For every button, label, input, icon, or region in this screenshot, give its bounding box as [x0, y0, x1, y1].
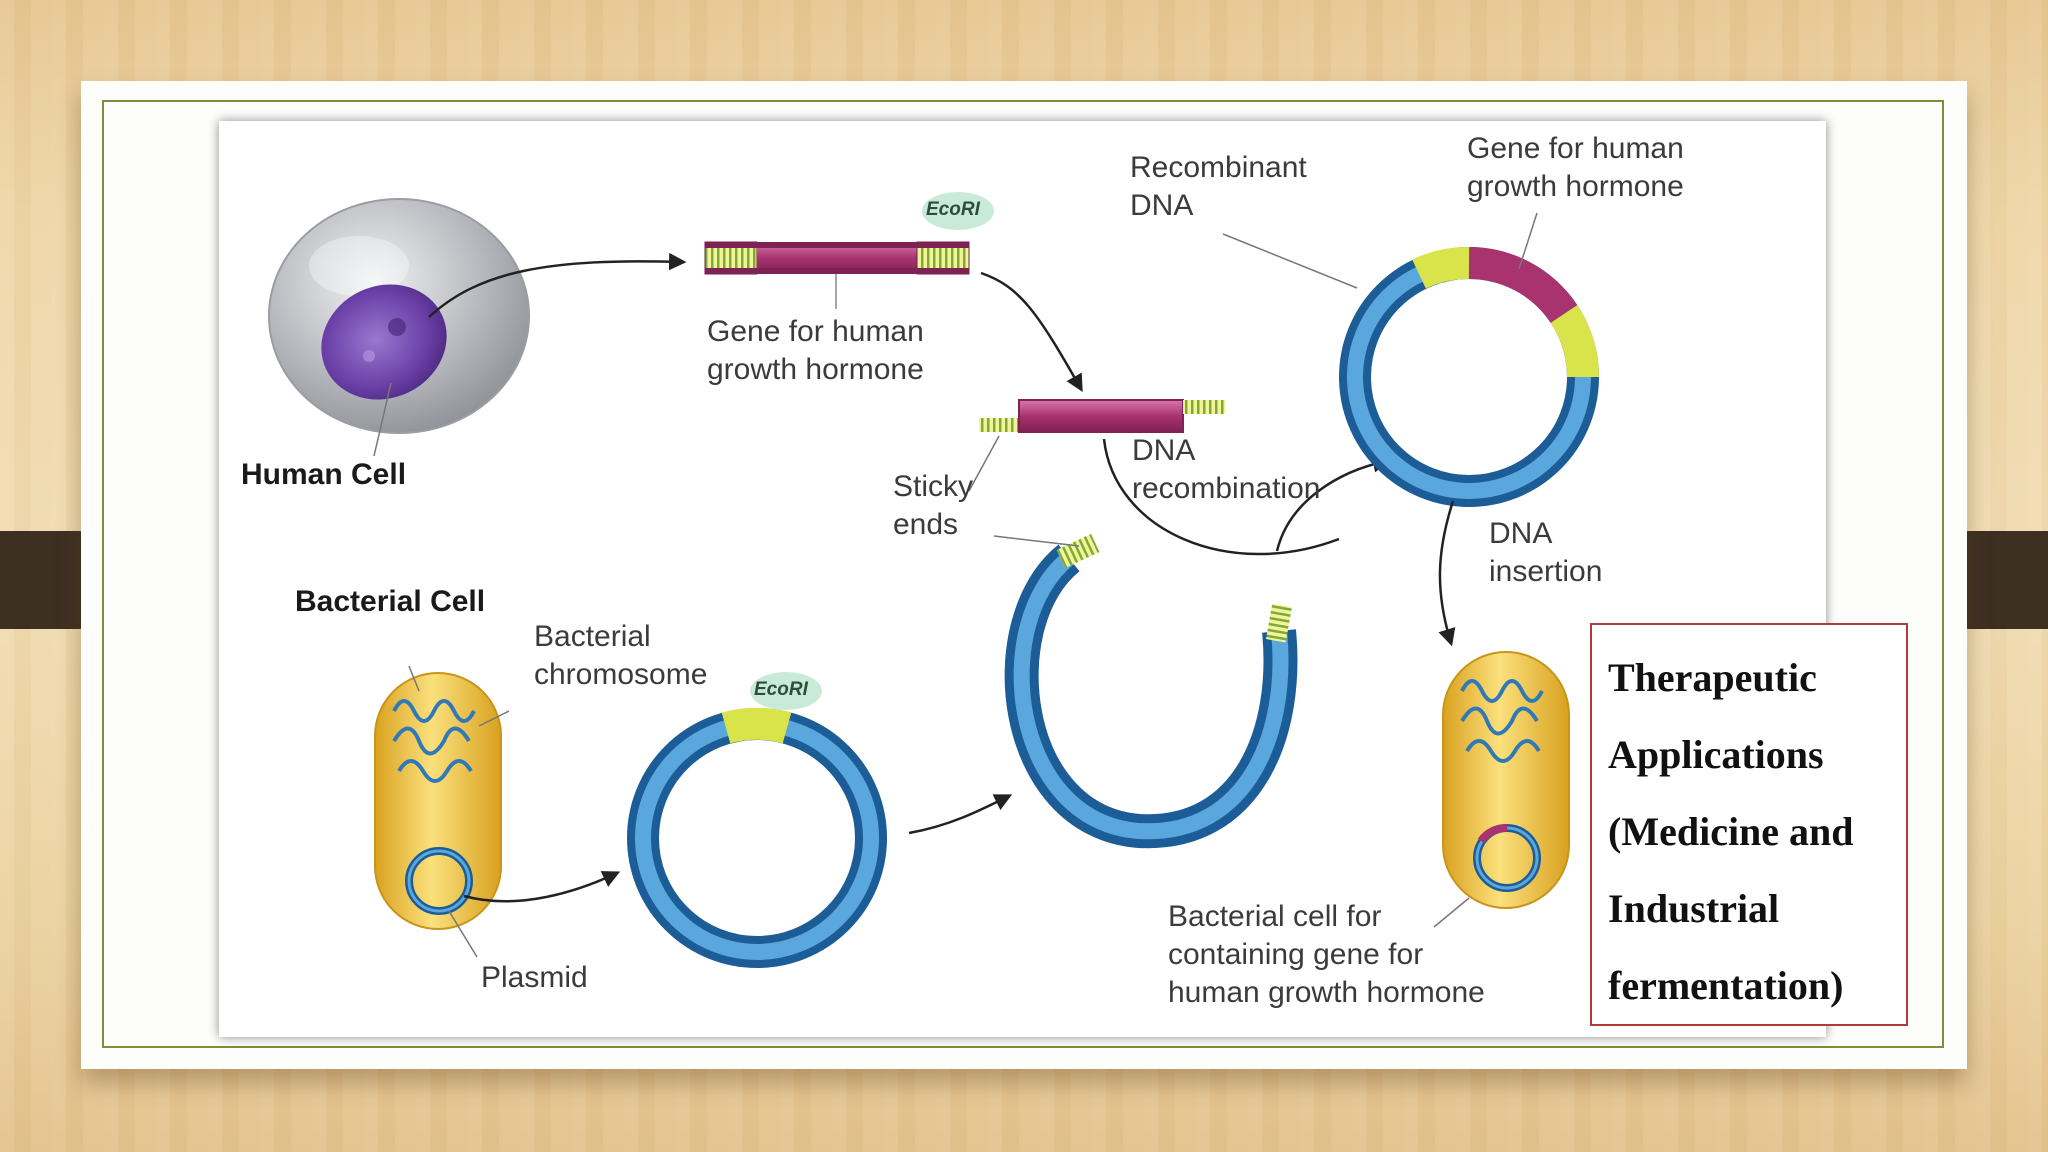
diagram-graphics: [268, 192, 1599, 968]
slide-border: [102, 100, 1944, 1048]
recombinant-bacterial-cell: [1442, 651, 1570, 909]
recombinant-plasmid: [1339, 247, 1599, 507]
label-dna-insertion: DNA insertion: [1489, 517, 1603, 588]
ecori-top-badge: EcoRI: [926, 199, 980, 220]
opened-plasmid: [1004, 533, 1298, 849]
plasmid-ring: [627, 707, 887, 968]
label-dna-recombination: DNA recombination: [1132, 434, 1321, 505]
bacterial-cell-illustration: [374, 672, 502, 930]
recombinant-dna-diagram: Human Cell Gene for human growth hormone…: [219, 121, 1826, 1037]
human-cell-illustration: [268, 198, 530, 434]
label-gene-top: Gene for human growth hormone: [707, 315, 924, 386]
label-plasmid: Plasmid: [481, 961, 588, 994]
callout-text: Therapeutic Applications (Medicine and I…: [1608, 655, 1854, 1008]
label-bacterial-chromosome: Bacterial chromosome: [534, 620, 708, 691]
label-bacterial-cell-gene: Bacterial cell for containing gene for h…: [1168, 900, 1485, 1009]
ecori-plasmid-badge: EcoRI: [754, 679, 808, 700]
therapeutic-applications-callout: Therapeutic Applications (Medicine and I…: [1590, 623, 1908, 1026]
label-bacterial-cell: Bacterial Cell: [295, 585, 486, 618]
label-sticky-ends: Sticky ends: [893, 470, 974, 541]
gene-segment-top: [704, 241, 970, 309]
label-recombinant-dna: Recombinant DNA: [1130, 151, 1307, 222]
label-human-cell: Human Cell: [241, 458, 407, 491]
gene-fragment-sticky: [979, 399, 1225, 433]
label-gene-ring: Gene for human growth hormone: [1467, 132, 1684, 203]
